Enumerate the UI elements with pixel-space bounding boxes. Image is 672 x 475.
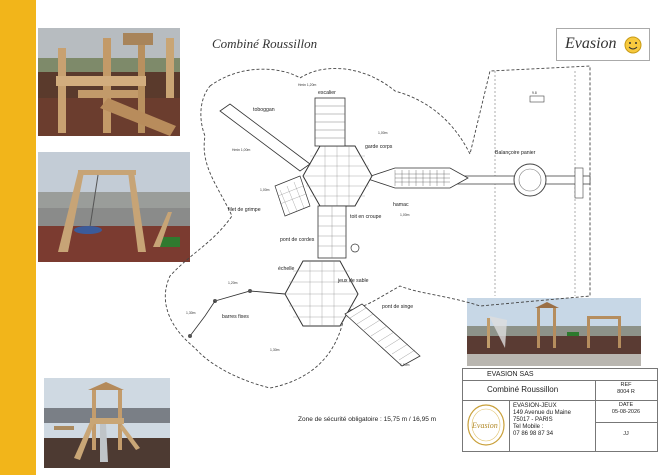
label-garde-corps: garde corps (365, 144, 393, 150)
title-block-date: DATE 05-08-2026 (595, 400, 657, 423)
photo-playground-panorama (467, 298, 641, 366)
label-hamac: hamac (393, 202, 409, 208)
slide (219, 103, 311, 172)
label-pont-cordes: pont de cordes (280, 237, 315, 243)
label-toit: toit en croupe (350, 214, 382, 220)
photo-tower-slide (44, 378, 170, 468)
climbing-net (274, 175, 311, 217)
label-jeux-sable: jeux de sable (337, 278, 369, 284)
title-block: EVASION SAS Combiné Roussillon REF 8004 … (462, 368, 658, 452)
label-barres: barres fixes (222, 314, 249, 320)
dim-monkey: 1,00m (400, 363, 410, 367)
dim-bars-low: 1,30m (186, 311, 196, 315)
title-block-product-row: Combiné Roussillon (463, 380, 596, 401)
monkey-bridge (344, 303, 421, 367)
date-value: 05-08-2026 (611, 409, 641, 415)
plan-drawing: 9.8 Balançoire panier hamac garde corps … (164, 65, 591, 389)
dim-net: 1,00m (260, 188, 270, 192)
ref-label: REF (620, 382, 632, 388)
title-block-company-row: EVASION SAS (463, 369, 657, 381)
accent-sidebar (0, 0, 36, 475)
date-label: DATE (618, 402, 634, 408)
swing-leg (574, 167, 584, 199)
address-line: 75017 - PARIS (513, 417, 553, 423)
address-line: Tel Mobile : (513, 424, 544, 430)
smiley-icon (624, 36, 642, 54)
ref-value: 8004 R (617, 389, 635, 395)
label-balancoire: Balançoire panier (495, 150, 536, 156)
product-name: Combiné Roussillon (487, 385, 559, 394)
dim-slide: Hmin 1,00m (232, 148, 250, 152)
photo-wooden-platform (38, 28, 180, 136)
seal-logo-text: Evasion (471, 421, 498, 430)
company-name: EVASION SAS (487, 371, 534, 378)
label-escalier: escalier (318, 90, 336, 96)
label-pont-singe: pont de singe (382, 304, 413, 310)
title-block-ref: REF 8004 R (595, 380, 657, 401)
address-line: 07 86 98 87 34 (513, 431, 554, 437)
dim-tower-right: 1,00m (378, 131, 388, 135)
evasion-seal-icon: Evasion (467, 404, 505, 446)
title-block-address: EVASION-JEUX 149 Avenue du Maine 75017 -… (509, 400, 596, 451)
dim-bars: 1,20m (228, 281, 238, 285)
initials: JJ (623, 431, 629, 437)
dim-hmin-stairs: Hmin 1,20m (298, 83, 316, 87)
brand-logo: Evasion (556, 28, 650, 61)
label-toboggan: toboggan (253, 107, 275, 113)
dim-hammock: 1,00m (400, 213, 410, 217)
dim-lower: 1,30m (270, 348, 280, 352)
address-line: EVASION-JEUX (513, 403, 557, 409)
photo-swing (38, 152, 190, 262)
dim-swing-width: 9.8 (532, 91, 537, 95)
brand-logo-text: Evasion (565, 35, 617, 52)
address-line: 149 Avenue du Maine (513, 410, 571, 416)
label-filet: filet de grimpe (228, 207, 261, 213)
sand-funnel (350, 243, 360, 253)
title-block-initials: JJ (595, 422, 657, 451)
safety-zone-text: Zone de sécurité obligatoire : 15,75 m /… (298, 416, 437, 423)
label-echelle: échelle (278, 266, 295, 272)
swing-basket (513, 163, 547, 197)
title-block-logo: Evasion (463, 400, 510, 451)
sheet-title: Combiné Roussillon (212, 36, 318, 51)
